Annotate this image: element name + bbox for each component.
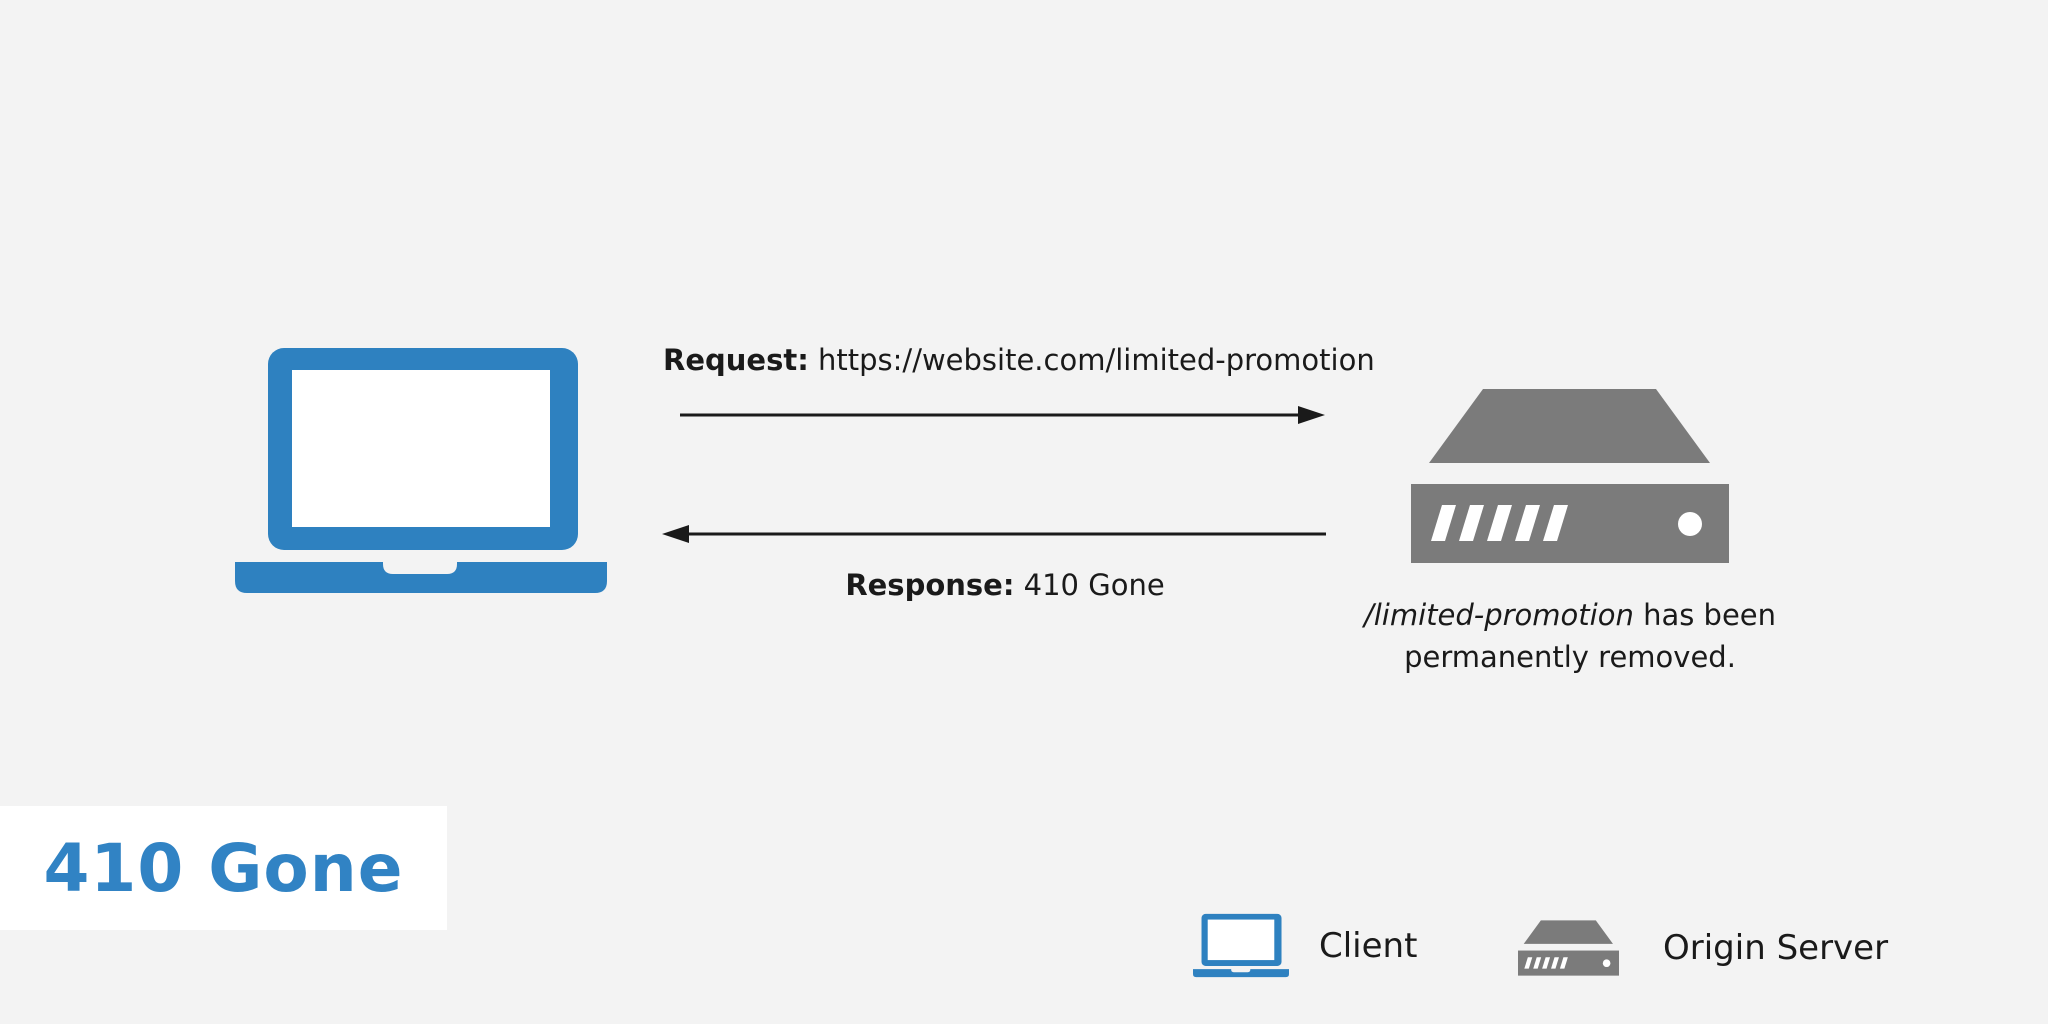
request-arrow bbox=[680, 403, 1330, 427]
server-icon bbox=[1411, 389, 1729, 563]
legend-origin-server: Origin Server bbox=[1518, 920, 1888, 976]
response-arrow bbox=[662, 522, 1330, 546]
request-label-keyword: Request: bbox=[663, 343, 809, 377]
legend-client-laptop-icon bbox=[1193, 913, 1289, 978]
legend-origin-server-label: Origin Server bbox=[1663, 928, 1889, 968]
request-label: Request: https://website.com/limited-pro… bbox=[663, 342, 1375, 378]
server-caption-rest: has been bbox=[1633, 598, 1777, 632]
server-caption-line2: permanently removed. bbox=[1404, 640, 1736, 674]
title-plate: 410 Gone bbox=[0, 806, 447, 930]
server-caption: /limited-promotion has been permanently … bbox=[1340, 594, 1800, 678]
page-title: 410 Gone bbox=[43, 829, 404, 907]
request-label-url: https://website.com/limited-promotion bbox=[808, 343, 1375, 377]
server-caption-path: /limited-promotion bbox=[1363, 598, 1634, 632]
response-label-keyword: Response: bbox=[845, 568, 1015, 602]
legend-client-label: Client bbox=[1319, 925, 1418, 966]
legend-origin-server-icon bbox=[1518, 920, 1619, 976]
legend-client: Client bbox=[1193, 913, 1417, 978]
laptop-icon bbox=[235, 348, 607, 593]
client-laptop-icon bbox=[235, 348, 607, 593]
response-label: Response: 410 Gone bbox=[805, 567, 1205, 603]
response-label-status: 410 Gone bbox=[1014, 568, 1165, 602]
origin-server-icon bbox=[1411, 389, 1729, 563]
